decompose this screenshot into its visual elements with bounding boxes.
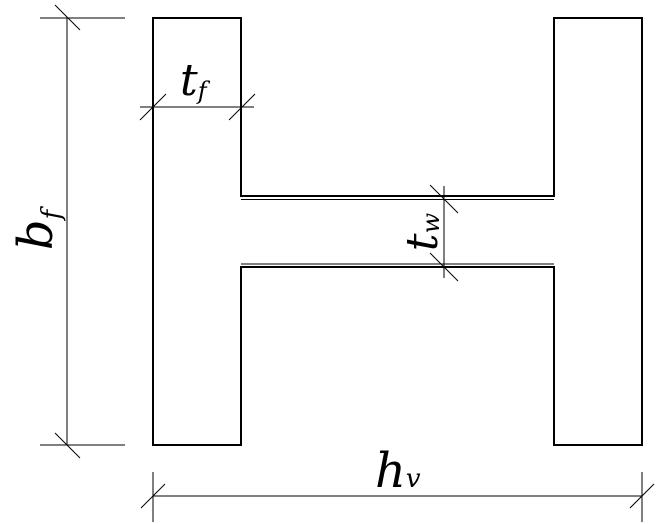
flange-thickness-sub: f: [196, 77, 211, 105]
section-height-dimension: [140, 472, 655, 522]
web-thickness-sub: w: [417, 212, 445, 233]
tick-right: [629, 483, 655, 509]
flange-thickness-base: t: [180, 55, 198, 106]
tick-bottom: [54, 432, 81, 459]
tick-left: [140, 483, 166, 509]
section-height-base: h: [375, 443, 406, 499]
tick-top: [54, 4, 81, 31]
flange-thickness-dimension: [139, 93, 256, 121]
tick-tw-top: [429, 184, 459, 214]
h-section-outline: [152, 17, 643, 446]
tick-tf-left: [139, 93, 167, 121]
h-section-profile: [152, 17, 643, 446]
section-height-sub: v: [406, 464, 421, 494]
web-inner-lines: [241, 199, 554, 265]
web-thickness-base: t: [397, 233, 448, 251]
flange-width-label: bf: [8, 205, 67, 250]
flange-thickness-label: tf: [180, 55, 211, 106]
flange-width-sub: f: [37, 205, 67, 221]
tick-tw-bottom: [429, 252, 459, 282]
flange-width-base: b: [8, 219, 64, 250]
web-thickness-label: tw: [397, 212, 448, 251]
tick-tf-right: [228, 93, 256, 121]
flange-width-dimension: [40, 4, 125, 459]
section-height-label: hv: [375, 443, 421, 499]
web-thickness-dimension: [429, 184, 459, 282]
